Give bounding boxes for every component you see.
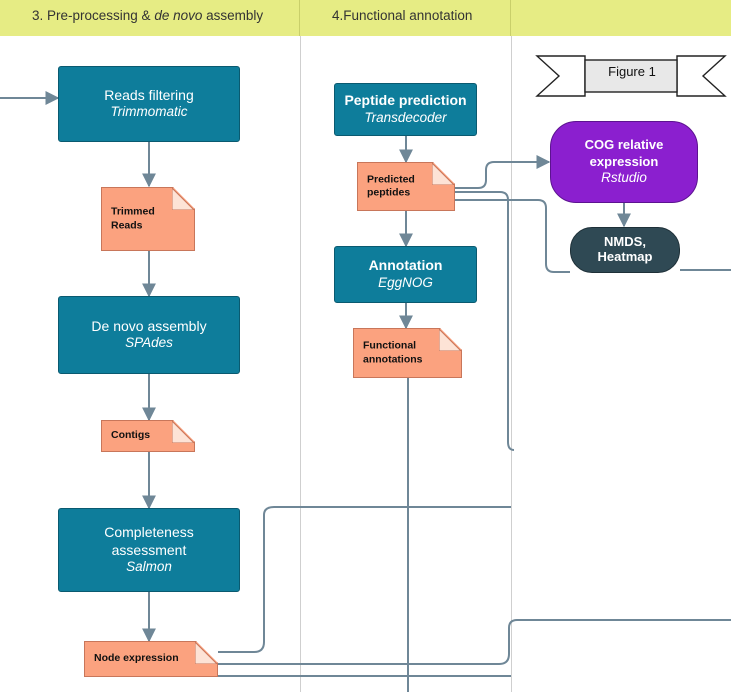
trimmed-reads-line2: Reads [111,219,143,231]
page-fold-icon [172,188,194,210]
reads-filtering-title: Reads filtering [104,86,194,103]
lane-header-preprocessing: 3. Pre-processing & de novo assembly [0,0,300,36]
nmds-title-line2: Heatmap [597,249,653,264]
lane-title-preprocessing: 3. Pre-processing & de novo assembly [32,8,264,23]
figure-label: Figure 1 [608,64,656,79]
peptide-prediction-step[interactable]: Peptide prediction Transdecoder [334,83,477,136]
cog-relative-expression-step[interactable]: COG relative expression Rstudio [550,121,698,203]
completeness-tool: Salmon [126,559,172,575]
peptide-prediction-title: Peptide prediction [344,92,467,109]
functional-annotations-line1: Functional [363,339,417,352]
de-novo-assembly-title: De novo assembly [91,317,207,334]
completeness-assessment-step[interactable]: Completeness assessment Salmon [58,508,240,592]
trimmed-reads-line1: Trimmed [111,205,155,218]
contigs-label: Contigs [111,429,151,442]
page-fold-icon [195,642,217,664]
page-fold-icon [432,163,454,185]
cog-title-line2: expression [589,153,659,169]
predicted-peptides-line2: peptides [367,186,411,199]
lane-divider [300,36,301,692]
peptide-prediction-tool: Transdecoder [364,109,447,125]
cog-title-line1: COG relative [584,137,664,153]
lane-divider [511,36,512,692]
node-expression-label: Node expression [94,652,179,665]
annotation-tool: EggNOG [378,274,433,290]
reads-filtering-tool: Trimmomatic [110,104,188,120]
de-novo-assembly-tool: SPAdes [125,335,173,351]
annotation-title: Annotation [368,257,443,274]
cog-tool: Rstudio [601,169,647,185]
figure-banner [535,55,727,97]
lane-header-results [511,0,731,36]
de-novo-assembly-step[interactable]: De novo assembly SPAdes [58,296,240,374]
page-fold-icon [439,329,461,351]
annotation-step[interactable]: Annotation EggNOG [334,246,477,303]
predicted-peptides-line1: Predicted [367,172,415,185]
page-fold-icon [172,421,194,443]
nmds-title-line1: NMDS, [604,234,646,250]
completeness-title-line2: assessment [111,541,187,558]
nmds-heatmap-step[interactable]: NMDS,Heatmap [570,227,680,273]
node-expression-document[interactable]: Node expression [84,641,218,677]
functional-annotations-line2: annotations [363,353,423,365]
reads-filtering-step[interactable]: Reads filtering Trimmomatic [58,66,240,142]
completeness-title-line1: Completeness [104,524,194,541]
lane-header-functional-annotation: 4.Functional annotation [300,0,511,36]
lane-title-functional-annotation: 4.Functional annotation [332,8,473,23]
